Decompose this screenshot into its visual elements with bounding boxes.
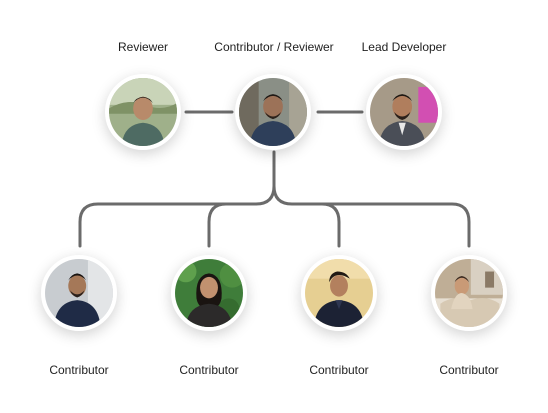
avatar-contributor-2 [171,255,247,331]
avatar-reviewer [105,74,181,150]
role-label-contributor-reviewer: Contributor / Reviewer [214,40,334,54]
role-label-contributor-4: Contributor [439,363,499,377]
person-photo-icon [45,259,113,327]
avatar-contributor-reviewer [235,74,311,150]
role-label-contributor-2: Contributor [179,363,239,377]
connector-center-trunk [78,150,276,248]
person-photo-icon [239,78,307,146]
connector-branch-2 [207,202,258,248]
avatar-contributor-1 [41,255,117,331]
person-photo-icon [370,78,438,146]
avatar-contributor-4 [431,255,507,331]
avatar-lead-developer [366,74,442,150]
person-photo-icon [435,259,503,327]
person-photo-icon [305,259,373,327]
avatar-contributor-3 [301,255,377,331]
role-label-contributor-1: Contributor [49,363,109,377]
role-label-reviewer: Reviewer [117,40,168,54]
role-label-lead-developer: Lead Developer [361,40,447,54]
connector-branch-4 [320,202,471,248]
person-photo-icon [109,78,177,146]
person-photo-icon [175,259,243,327]
connector-branch-3 [272,184,341,248]
role-label-contributor-3: Contributor [309,363,369,377]
